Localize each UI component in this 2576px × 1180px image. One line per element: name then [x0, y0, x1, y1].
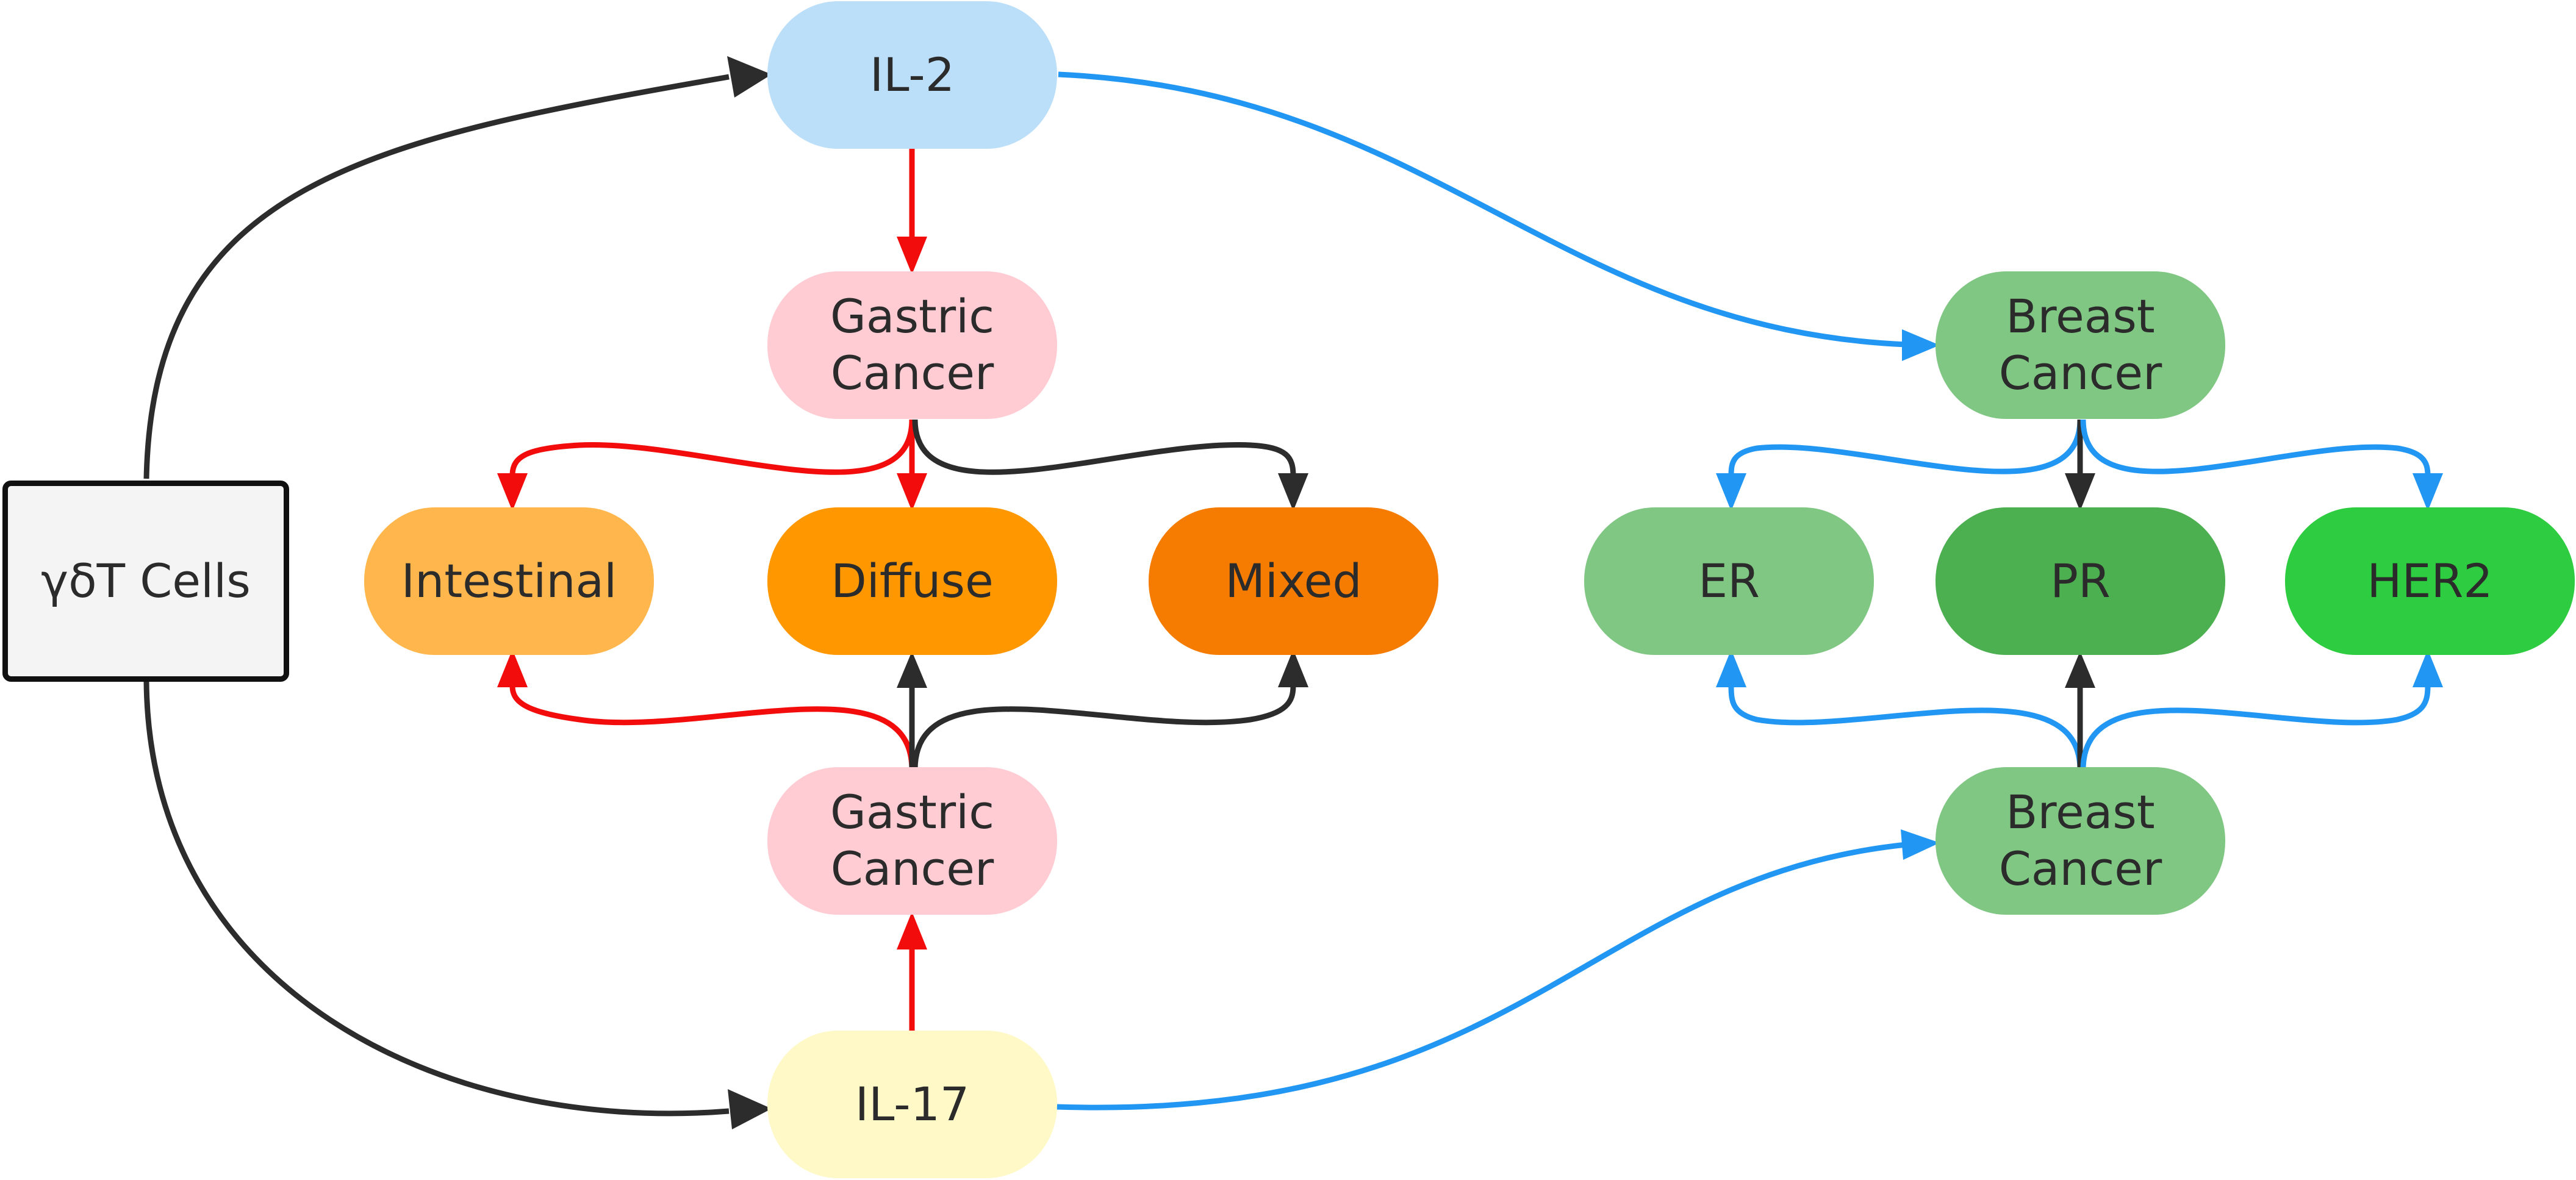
node-gd-t-cells-label: γδT Cells — [41, 553, 251, 608]
edge-il2-to-breast — [1058, 71, 1940, 361]
node-il2-label: IL-2 — [869, 47, 955, 102]
node-il17: IL-17 — [767, 1031, 1057, 1178]
node-breast-cancer-bottom-label: Breast Cancer — [1998, 785, 2162, 896]
node-gastric-cancer-top-label: Gastric Cancer — [830, 289, 994, 400]
node-her2-label: HER2 — [2367, 553, 2493, 608]
edge-gastric-bottom-to-intestinal — [497, 649, 915, 770]
node-gastric-cancer-top: Gastric Cancer — [767, 271, 1057, 419]
node-mixed: Mixed — [1149, 507, 1438, 655]
node-gd-t-cells: γδT Cells — [2, 481, 289, 682]
node-pr: PR — [1936, 507, 2225, 655]
node-diffuse-label: Diffuse — [831, 553, 994, 608]
edge-gastric-bottom-to-diffuse — [897, 651, 927, 770]
node-pr-label: PR — [2050, 553, 2111, 608]
node-breast-cancer-top: Breast Cancer — [1936, 271, 2225, 419]
edge-breast-top-to-her2 — [2080, 419, 2443, 511]
node-er: ER — [1584, 507, 1874, 655]
node-il17-label: IL-17 — [855, 1076, 970, 1131]
edge-gdcells-to-il17 — [143, 681, 772, 1129]
node-gastric-cancer-bottom-label: Gastric Cancer — [830, 785, 994, 896]
node-breast-cancer-bottom: Breast Cancer — [1936, 767, 2225, 915]
edge-breast-bottom-to-her2 — [2080, 649, 2443, 770]
node-intestinal: Intestinal — [364, 507, 654, 655]
edge-gdcells-to-il2 — [143, 56, 772, 479]
edge-breast-bottom-to-pr — [2065, 651, 2095, 770]
node-mixed-label: Mixed — [1225, 553, 1362, 608]
node-breast-cancer-top-label: Breast Cancer — [1998, 289, 2162, 400]
edge-breast-top-to-pr — [2065, 420, 2095, 511]
node-er-label: ER — [1698, 553, 1760, 608]
node-her2: HER2 — [2285, 507, 2575, 655]
node-intestinal-label: Intestinal — [401, 553, 617, 608]
node-il2: IL-2 — [767, 1, 1057, 149]
edge-il2-to-gastric — [897, 148, 927, 274]
edge-il17-to-breast — [1055, 829, 1940, 1110]
node-diffuse: Diffuse — [767, 507, 1057, 655]
edge-gastric-top-to-intestinal — [497, 419, 915, 511]
edge-il17-to-gastric — [897, 912, 927, 1031]
edge-gastric-top-to-mixed — [912, 419, 1308, 511]
edge-breast-bottom-to-er — [1716, 649, 2083, 770]
edge-breast-top-to-er — [1716, 419, 2083, 511]
edge-gastric-bottom-to-mixed — [912, 649, 1308, 770]
node-gastric-cancer-bottom: Gastric Cancer — [767, 767, 1057, 915]
edge-gastric-top-to-diffuse — [897, 420, 927, 511]
